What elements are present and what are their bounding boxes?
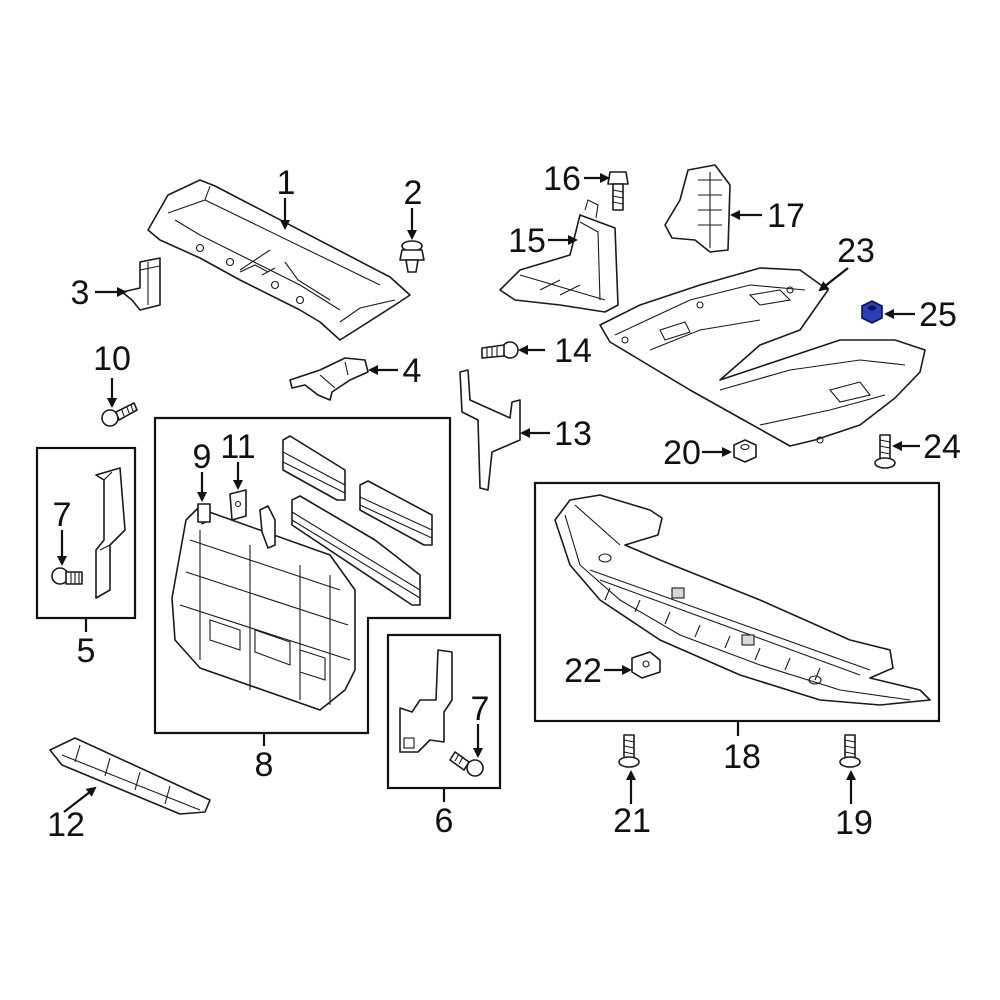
part-24-bolt[interactable] [874, 434, 896, 469]
callout-15: 15 [508, 222, 546, 260]
callout-21: 21 [613, 802, 651, 840]
part-16-bolt[interactable] [607, 171, 629, 211]
group-frame-8 [153, 416, 452, 735]
part-5-side-deflector[interactable] [95, 467, 126, 599]
part-17-air-guide[interactable] [664, 164, 731, 253]
part-14-bolt[interactable] [481, 341, 519, 359]
callout-8: 8 [255, 746, 274, 784]
callout-13: 13 [554, 415, 592, 453]
callout-12: 12 [47, 806, 85, 844]
part-3-bracket[interactable] [121, 257, 161, 311]
callout-22: 22 [564, 652, 602, 690]
callout-18: 18 [723, 738, 761, 776]
callout-3: 3 [71, 274, 90, 312]
part-13-bracket[interactable] [459, 369, 521, 491]
callout-24: 24 [923, 428, 961, 466]
callout-17: 17 [767, 197, 805, 235]
callout-7a: 7 [53, 496, 72, 534]
part-10-bolt[interactable] [101, 402, 138, 427]
callout-14: 14 [554, 332, 592, 370]
callout-25: 25 [919, 296, 957, 334]
callout-6: 6 [435, 802, 454, 840]
callout-2: 2 [404, 174, 423, 212]
callout-4: 4 [403, 352, 422, 390]
callout-20: 20 [663, 434, 701, 472]
callout-11: 11 [220, 428, 255, 466]
callout-10: 10 [93, 340, 131, 378]
part-6-side-deflector[interactable] [399, 649, 453, 753]
part-1-radiator-cover[interactable] [147, 179, 411, 341]
part-22-clip-nut[interactable] [631, 651, 661, 679]
part-20-nut[interactable] [733, 439, 757, 463]
part-9-clip[interactable] [197, 503, 211, 523]
part-18-front-deflector[interactable] [554, 494, 931, 706]
callout-16: 16 [543, 160, 581, 198]
part-15-duct[interactable] [499, 199, 619, 313]
callout-19: 19 [835, 804, 873, 842]
shutter-vanes[interactable] [259, 435, 433, 606]
part-12-lower-shield[interactable] [49, 737, 211, 815]
part-19-bolt[interactable] [839, 734, 861, 768]
part-21-bolt[interactable] [618, 734, 640, 768]
callout-5: 5 [77, 632, 96, 670]
callout-9: 9 [193, 438, 212, 476]
part-7-screw-b[interactable] [449, 751, 484, 777]
part-11-clip[interactable] [229, 489, 247, 521]
callout-7b: 7 [471, 690, 490, 728]
part-7-screw-a[interactable] [51, 567, 83, 585]
part-25-nut[interactable] [861, 300, 883, 324]
callout-23: 23 [837, 232, 875, 270]
part-23-splash-shield[interactable] [599, 267, 926, 447]
part-2-push-clip[interactable] [399, 240, 425, 273]
callout-1: 1 [277, 164, 296, 202]
part-4-bracket[interactable] [289, 357, 369, 401]
